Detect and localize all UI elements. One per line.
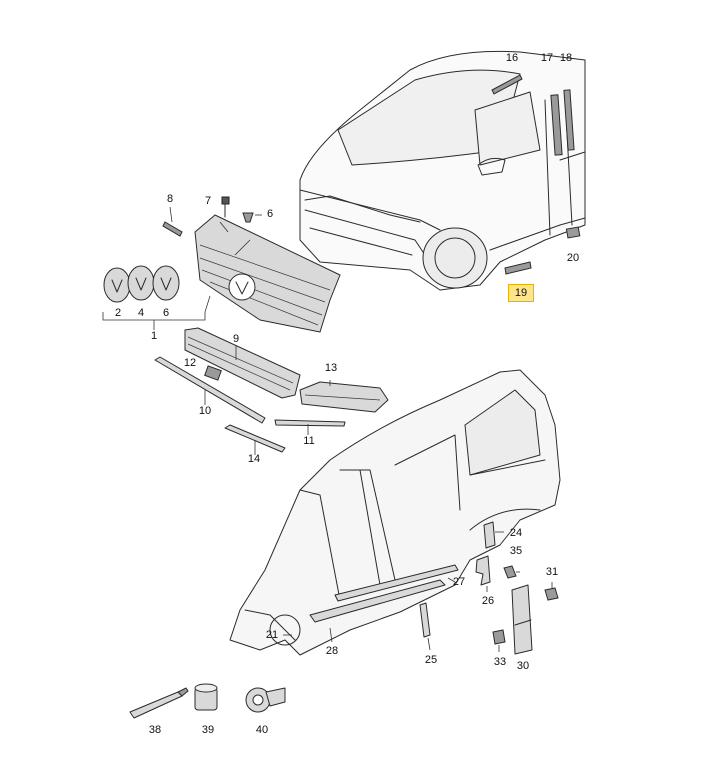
emblems — [102, 265, 211, 330]
callout-14: 13 — [324, 362, 338, 374]
callout-28: 28 — [325, 645, 339, 657]
callout-38: 38 — [148, 724, 162, 736]
callout-25: 25 — [424, 654, 438, 666]
callout-30: 30 — [516, 660, 530, 672]
callout-35: 35 — [509, 545, 523, 557]
callout-21: 21 — [265, 629, 279, 641]
callout-26: 26 — [481, 595, 495, 607]
callout-18: 18 — [559, 52, 573, 64]
callout-8: 7 — [204, 195, 212, 207]
callout-9: 8 — [166, 193, 174, 205]
callout-7: 6 — [266, 208, 274, 220]
callout-27: 27 — [452, 576, 466, 588]
lower-grille-trims — [154, 327, 389, 455]
callout-19-highlighted[interactable]: 19 — [508, 284, 534, 302]
callout-16: 16 — [505, 52, 519, 64]
callout-31: 31 — [545, 566, 559, 578]
callout-10: 9 — [232, 333, 240, 345]
callout-2: 2 — [114, 307, 122, 319]
callout-group-1: 1 — [150, 330, 158, 342]
consumables — [129, 683, 286, 719]
callout-12: 11 — [303, 435, 315, 447]
callout-24: 24 — [509, 527, 523, 539]
clips-small-parts — [162, 196, 262, 237]
side-small-parts — [419, 521, 559, 655]
callout-4: 4 — [137, 307, 145, 319]
callout-17: 17 — [540, 52, 554, 64]
van-front-drawing — [299, 50, 586, 291]
grille-drawing — [194, 214, 341, 333]
callout-11: 10 — [198, 405, 212, 417]
callout-6: 6 — [162, 307, 170, 319]
callout-13: 12 — [183, 357, 197, 369]
side-body-panel — [229, 369, 561, 656]
callout-15: 14 — [247, 453, 261, 465]
callout-40: 40 — [255, 724, 269, 736]
callout-33: 33 — [493, 656, 507, 668]
callout-20: 20 — [566, 252, 580, 264]
callout-39: 39 — [201, 724, 215, 736]
